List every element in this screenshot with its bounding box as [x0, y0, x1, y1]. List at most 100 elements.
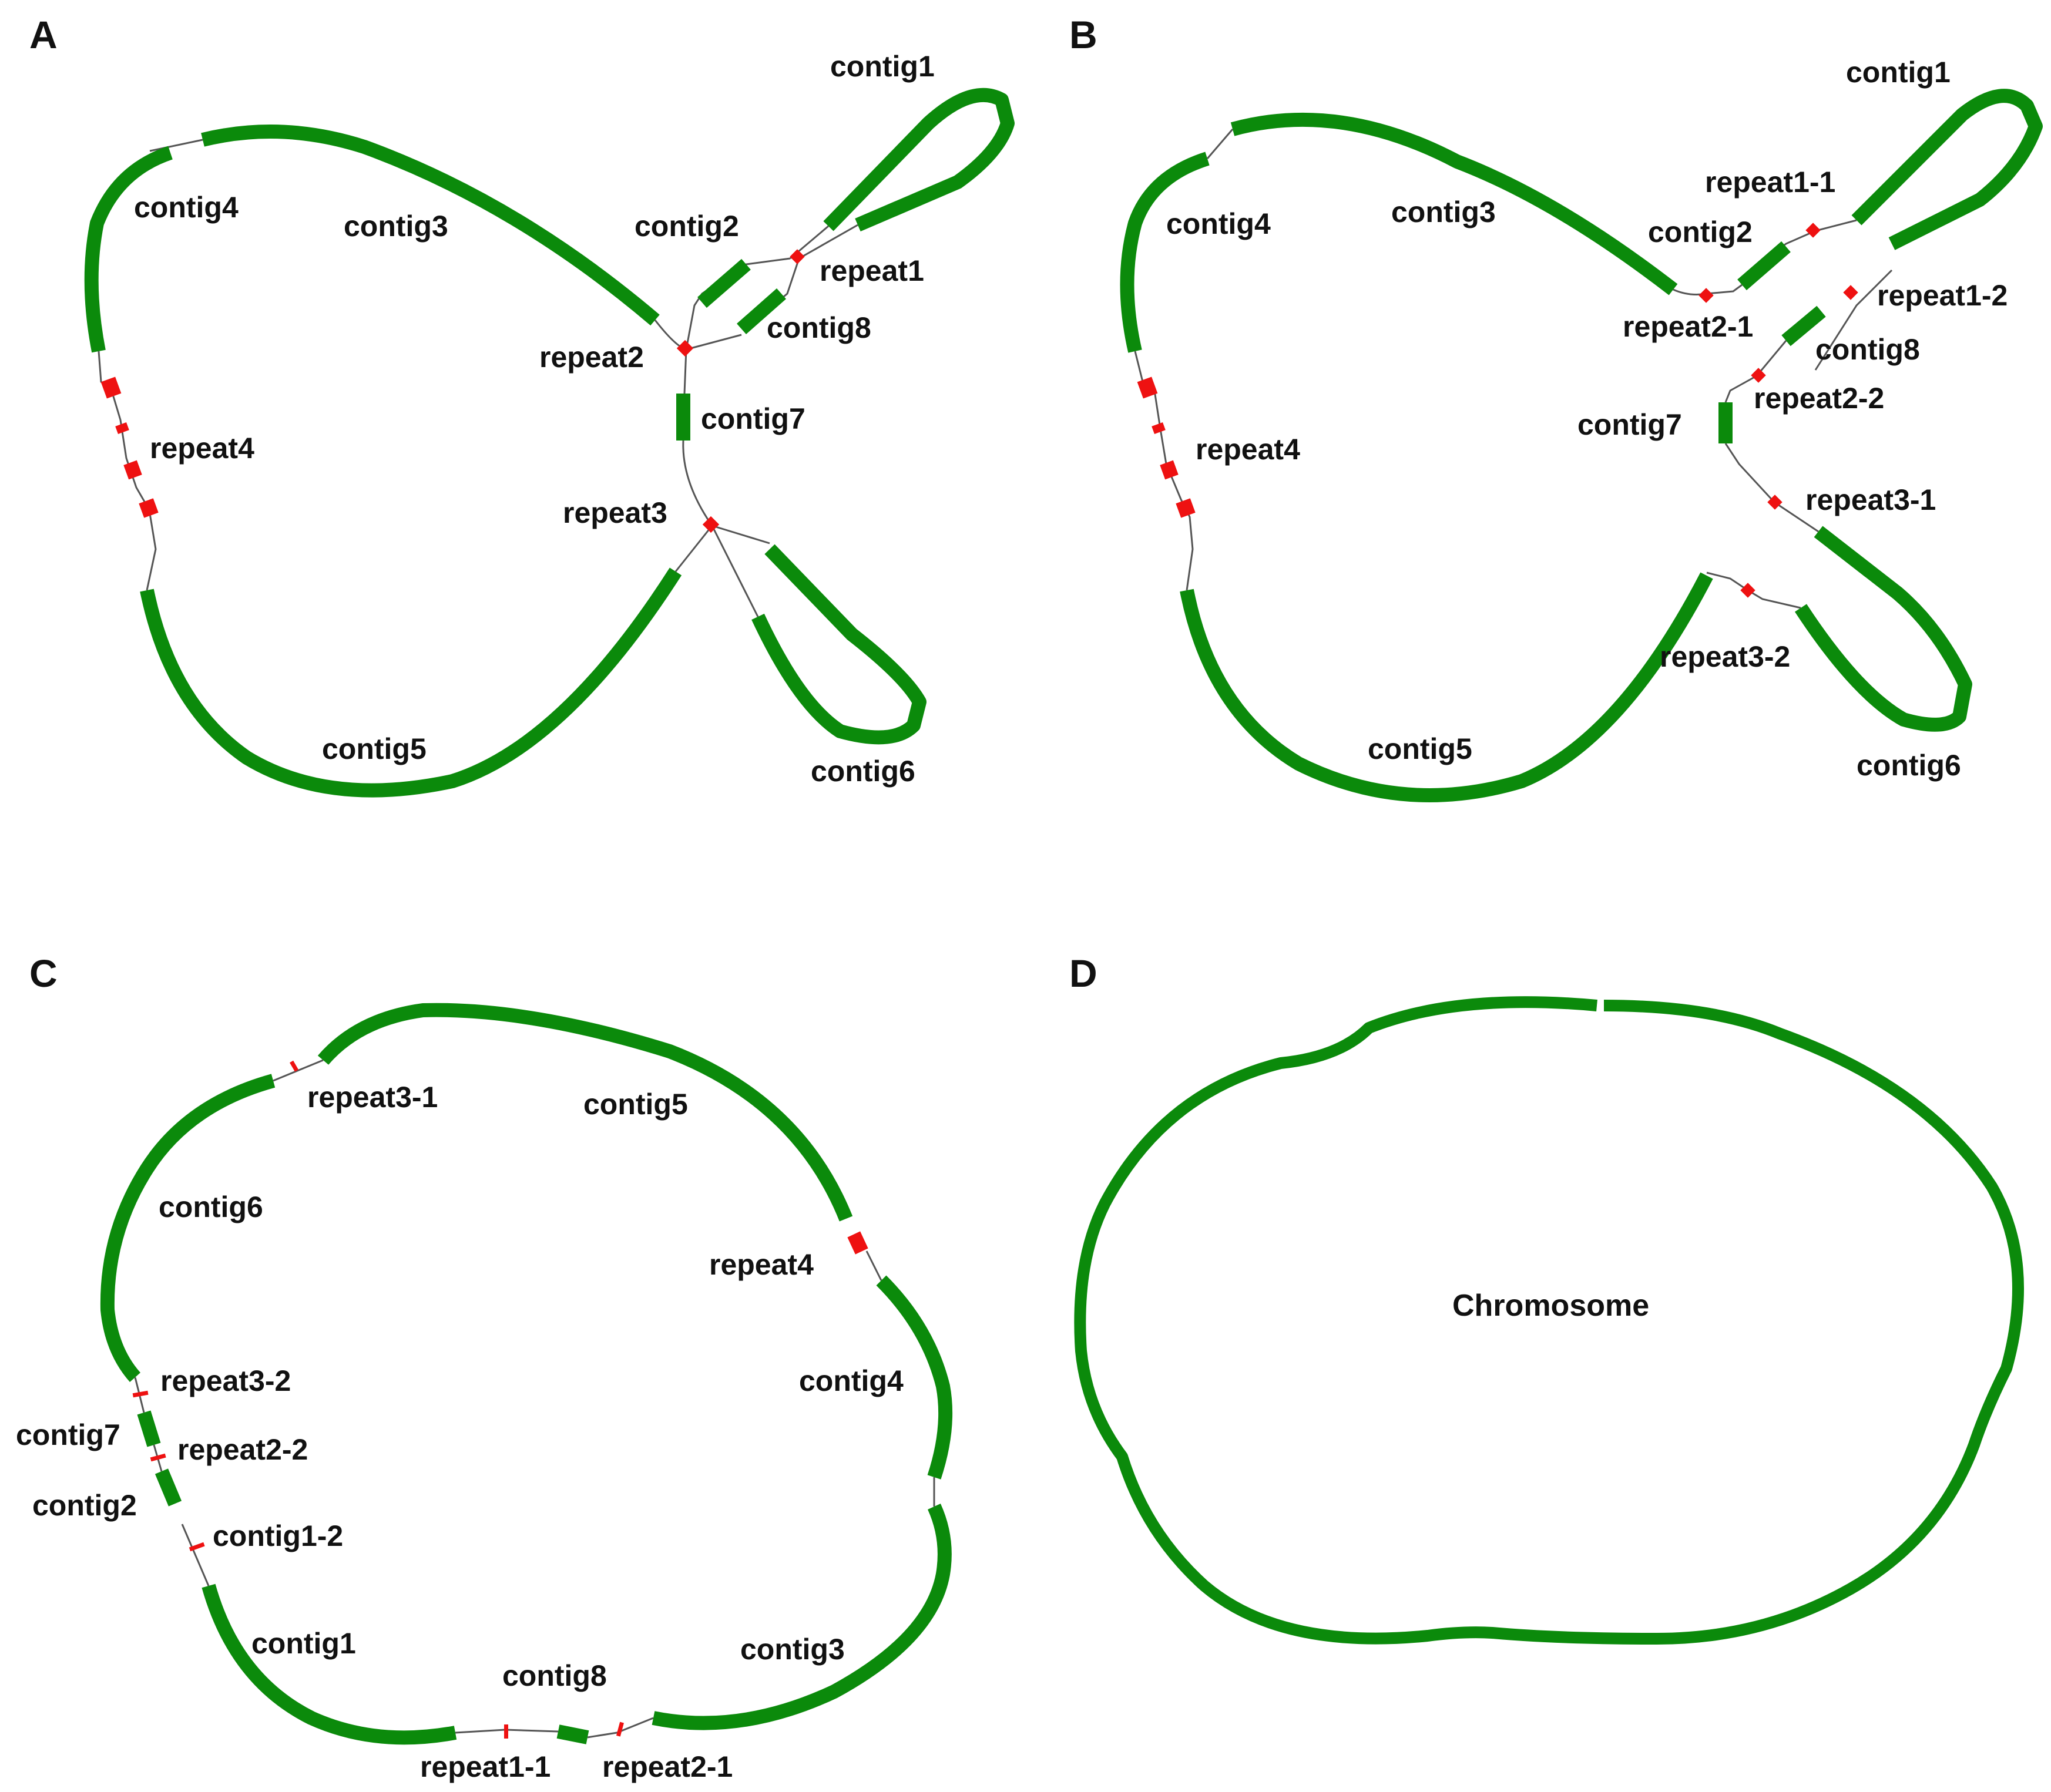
- link: [682, 440, 713, 526]
- contig-segment: [1120, 152, 1210, 353]
- node-label: repeat4: [709, 1248, 814, 1281]
- node-label: contig7: [701, 402, 805, 435]
- panel-c: C repeat3-1 contig5 contig6 repeat4 cont…: [16, 952, 953, 1783]
- contig-segment: [137, 1410, 161, 1447]
- repeat-marker: [290, 1060, 299, 1072]
- repeat-marker: [189, 1542, 205, 1552]
- link: [1724, 443, 1819, 533]
- link: [1206, 129, 1234, 159]
- node-label: repeat2-2: [1754, 382, 1884, 415]
- node-label: repeat3-1: [307, 1081, 438, 1114]
- contig-segment: [556, 1724, 589, 1744]
- link: [1814, 269, 1893, 371]
- contig-segment: [84, 146, 173, 353]
- repeat-marker: [1137, 376, 1158, 399]
- node-label: contig1: [1846, 56, 1951, 89]
- repeat-marker: [1805, 223, 1821, 238]
- node-label: contig5: [583, 1088, 688, 1121]
- node-label: contig2: [1648, 216, 1753, 248]
- link: [674, 525, 713, 572]
- contig-segment: [155, 1468, 182, 1507]
- panel-b: B contig1 contig2 contig3 cont: [1069, 13, 2043, 802]
- contig-segment: [140, 567, 682, 798]
- link: [587, 1717, 654, 1739]
- link: [1724, 340, 1787, 403]
- node-label: repeat3-2: [160, 1364, 291, 1397]
- repeat-marker: [676, 339, 694, 357]
- repeat-marker: [1698, 288, 1714, 303]
- panel-a: A contig1 contig2 contig3: [29, 13, 1015, 798]
- contig-segment: [823, 88, 1015, 232]
- node-label: contig7: [16, 1418, 120, 1451]
- node-label: contig1-2: [213, 1519, 343, 1552]
- link: [181, 1524, 210, 1586]
- contig-segment: [652, 1504, 952, 1730]
- node-label: repeat1-1: [420, 1750, 550, 1783]
- node-label: contig3: [344, 210, 448, 243]
- node-label: repeat2-1: [602, 1750, 733, 1783]
- chromosome-label: Chromosome: [1452, 1289, 1649, 1323]
- node-label: repeat1: [820, 254, 924, 287]
- node-label: contig4: [1166, 207, 1271, 240]
- node-label: contig2: [32, 1489, 137, 1522]
- repeat-marker: [115, 422, 129, 434]
- link: [683, 349, 687, 394]
- repeat-marker: [702, 516, 720, 533]
- repeat-marker: [1152, 422, 1166, 434]
- repeat-marker: [139, 498, 159, 518]
- node-label: contig6: [811, 755, 915, 788]
- repeat-marker: [790, 249, 805, 264]
- node-label: contig1: [251, 1627, 356, 1660]
- contig-segment: [100, 1074, 276, 1382]
- contig-segment: [1794, 526, 1972, 732]
- node-label: contig6: [159, 1191, 263, 1223]
- node-label: repeat3-1: [1805, 483, 1936, 516]
- repeat-marker: [1843, 285, 1858, 300]
- contig-segment: [317, 1003, 853, 1222]
- repeat-marker: [100, 376, 122, 399]
- node-label: contig8: [1815, 333, 1920, 366]
- node-label: repeat1-2: [1877, 279, 2008, 312]
- node-label: contig4: [134, 191, 239, 224]
- node-label: contig5: [1368, 732, 1472, 765]
- chromosome-ring: [1074, 996, 2024, 1645]
- node-label: contig4: [799, 1364, 904, 1397]
- contig-segment: [697, 258, 751, 308]
- repeat-marker: [616, 1722, 624, 1737]
- link: [711, 525, 770, 544]
- node-label: contig7: [1577, 408, 1682, 441]
- link: [273, 1059, 324, 1082]
- link: [865, 1250, 882, 1281]
- node-label: repeat4: [150, 432, 254, 465]
- node-label: repeat3: [563, 496, 667, 529]
- contig-segment: [202, 1583, 457, 1745]
- node-label: repeat3-2: [1660, 640, 1790, 673]
- node-label: repeat4: [1196, 433, 1300, 466]
- panel-letter-d: D: [1069, 952, 1097, 995]
- node-label: repeat1-1: [1705, 166, 1835, 199]
- contig-segment: [1851, 89, 2043, 250]
- node-label: contig1: [830, 50, 935, 83]
- repeat-marker: [132, 1390, 149, 1398]
- repeat-marker: [1176, 498, 1196, 518]
- repeat-marker: [504, 1724, 508, 1739]
- node-label: contig2: [635, 210, 739, 243]
- repeat-marker: [847, 1231, 868, 1255]
- repeat-marker: [1751, 368, 1766, 383]
- link: [711, 525, 759, 617]
- contig-segment: [1230, 112, 1678, 295]
- node-label: contig6: [1857, 749, 1961, 782]
- repeat-marker: [1160, 460, 1179, 480]
- node-label: contig3: [1391, 196, 1496, 228]
- contig-segment: [876, 1275, 953, 1480]
- repeat-marker: [123, 460, 142, 480]
- contig-segment: [737, 288, 786, 334]
- node-label: contig8: [767, 311, 871, 344]
- link: [149, 139, 203, 152]
- node-label: contig8: [502, 1659, 607, 1692]
- repeat-marker: [150, 1453, 166, 1462]
- panel-letter-b: B: [1069, 13, 1097, 56]
- node-label: contig3: [740, 1633, 845, 1666]
- panel-letter-a: A: [29, 13, 58, 56]
